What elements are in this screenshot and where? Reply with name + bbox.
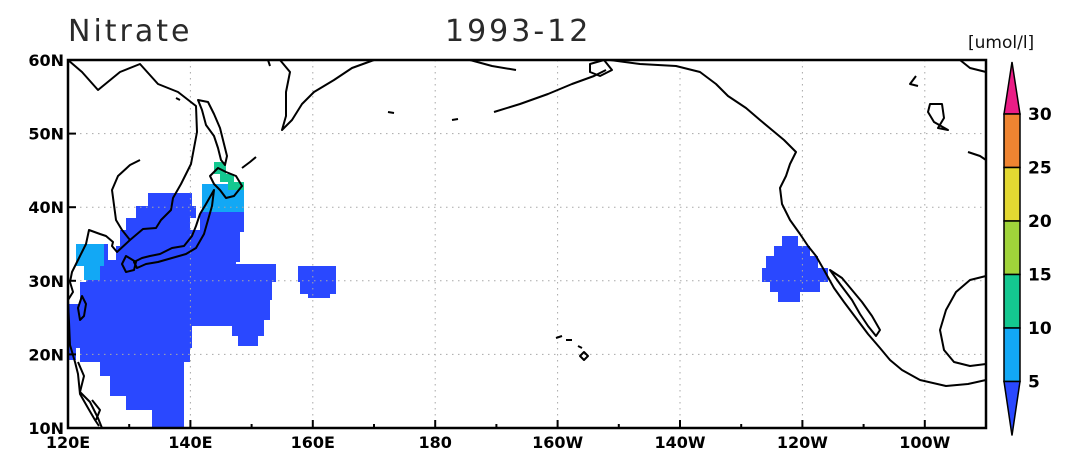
map-frame [66,58,988,430]
colorbar-bin [1003,273,1021,329]
data-cell [152,410,184,428]
data-cell [762,268,828,282]
map-title-date: 1993-12 [445,14,592,49]
data-cell [100,362,184,376]
data-cell [84,262,100,280]
colorbar-bin [1003,113,1021,169]
data-cell [774,246,810,258]
lon-tick-label: 160W [532,433,583,452]
data-cell [782,236,798,246]
data-cell [180,230,240,262]
lon-tick-label: 100W [899,433,950,452]
data-cell [220,174,234,182]
lat-tick-label: 20N [28,345,64,364]
data-cell [300,282,336,294]
data-cell [68,304,258,326]
data-cell [770,282,820,292]
axis-ticks [67,59,926,429]
colorbar-bin [1003,166,1021,222]
colorbar-label: 20 [1028,212,1052,232]
data-cell [228,182,244,190]
data-cell [120,230,190,246]
data-cells [68,162,828,428]
data-cell [126,394,184,410]
map-title-variable: Nitrate [68,14,193,49]
lon-tick-label: 120W [777,433,828,452]
coastlines [67,59,987,429]
colorbar-units: [umol/l] [968,33,1035,53]
colorbar-label: 5 [1028,373,1040,393]
colorbar-label: 25 [1028,159,1052,179]
colorbar-bin [1003,220,1021,276]
data-cell [136,206,196,218]
data-cell [238,336,258,346]
colorbar-label: 10 [1028,319,1052,339]
data-cell [80,348,190,362]
lon-tick-label: 180 [418,433,451,452]
graticule [68,60,986,428]
data-cell [766,256,818,268]
lon-tick-label: 120E [46,433,90,452]
lon-tick-label: 160E [291,433,335,452]
data-cell [212,282,272,300]
colorbar-bin [1003,327,1021,383]
colorbar-label: 30 [1028,105,1052,125]
colorbar: 5 10 15 20 25 30 [1003,61,1052,436]
data-cell [232,320,264,336]
data-cell [298,266,336,282]
lat-tick-label: 10N [28,419,64,438]
colorbar-bin-over [1003,61,1021,115]
data-cell [200,212,244,232]
colorbar-bin-under [1003,380,1021,436]
lat-tick-label: 40N [28,198,64,217]
data-cell [110,376,184,396]
data-cell [226,300,270,320]
lat-tick-label: 30N [28,272,64,291]
lon-tick-label: 140E [168,433,212,452]
data-cell [778,292,800,302]
lat-tick-label: 50N [28,125,64,144]
colorbar-label: 15 [1028,266,1052,286]
lat-tick-label: 60N [28,51,64,70]
lon-tick-label: 140W [654,433,705,452]
data-cell [148,193,192,209]
data-cell [68,326,192,348]
data-cell [308,292,330,298]
